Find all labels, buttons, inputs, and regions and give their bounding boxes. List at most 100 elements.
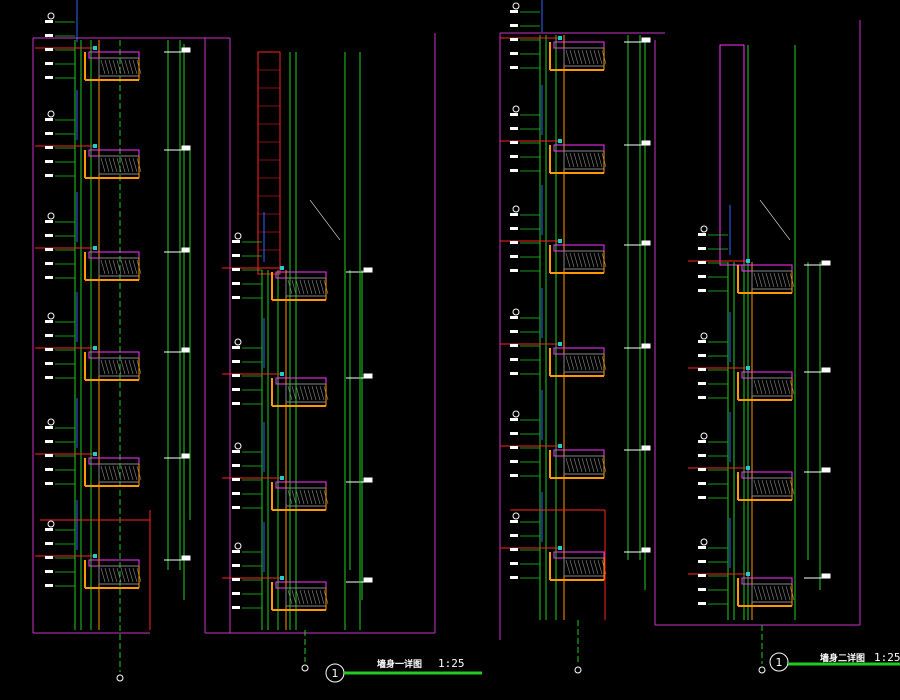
annotation-text: [45, 454, 53, 457]
annotation-text: [232, 550, 240, 553]
slab-outline: [275, 377, 327, 385]
hatch-line: [569, 457, 575, 473]
annotation-text: [45, 376, 53, 379]
hatch-line: [124, 259, 130, 275]
level-marker: [641, 343, 651, 349]
level-marker: [363, 373, 373, 379]
hatch-line: [773, 379, 779, 395]
annotation-text: [698, 588, 706, 591]
detail-callout: [47, 12, 55, 20]
detail-callout: [47, 418, 55, 426]
hatch-line: [104, 465, 110, 481]
hatch-line: [287, 489, 293, 505]
level-marker: [181, 247, 191, 253]
hatch-line: [781, 479, 787, 495]
hatch-line: [581, 49, 587, 65]
annotation-text: [45, 20, 53, 23]
hatch-line: [124, 567, 130, 583]
annotation-text: [45, 146, 53, 149]
level-marker: [641, 547, 651, 553]
annotation-text: [510, 548, 518, 551]
slab-outline: [275, 271, 327, 279]
annotation-text: [232, 450, 240, 453]
hatch-line: [120, 465, 126, 481]
fixing-marker: [280, 576, 284, 580]
title-block-1: 1 墙身一详图 1:25: [325, 657, 482, 683]
slab-outline: [553, 244, 605, 252]
annotation-text: [45, 426, 53, 429]
hatch-line: [597, 355, 603, 371]
annotation-text: [698, 368, 706, 371]
annotation-text: [45, 174, 53, 177]
level-marker: [821, 467, 831, 473]
annotation-text: [510, 330, 518, 333]
hatch-line: [577, 152, 583, 168]
fixing-marker: [93, 554, 97, 558]
slab-outline: [553, 551, 605, 559]
hatch-line: [585, 49, 591, 65]
slab-outline: [553, 347, 605, 355]
annotation-text: [510, 10, 518, 13]
detail-callout: [47, 312, 55, 320]
hatch-line: [577, 355, 583, 371]
annotation-text: [232, 578, 240, 581]
level-marker: [641, 445, 651, 451]
hatch-line: [100, 157, 106, 173]
hatch-line: [299, 589, 305, 605]
annotation-text: [45, 276, 53, 279]
detail-callout: [700, 432, 708, 440]
hatch-line: [104, 567, 110, 583]
hatch-line: [303, 489, 309, 505]
hatch-line: [769, 479, 775, 495]
annotation-text: [698, 354, 706, 357]
annotation-text: [510, 24, 518, 27]
annotation-text: [232, 360, 240, 363]
hatch-line: [757, 479, 763, 495]
slab-outline: [88, 559, 140, 567]
hatch-line: [116, 259, 122, 275]
detail-callout: [234, 338, 242, 346]
hatch-line: [781, 272, 787, 288]
hatch-line: [100, 465, 106, 481]
hatch-line: [565, 252, 571, 268]
fixing-marker: [558, 239, 562, 243]
hatch-line: [124, 59, 130, 75]
level-marker: [363, 267, 373, 273]
fixing-marker: [558, 342, 562, 346]
hatch-line: [311, 385, 317, 401]
annotation-text: [510, 316, 518, 319]
annotation-text: [45, 160, 53, 163]
detail-title: 墙身一详图: [377, 658, 422, 670]
fixing-marker: [746, 572, 750, 576]
level-marker: [641, 240, 651, 246]
annotation-text: [698, 496, 706, 499]
hatch-line: [287, 279, 293, 295]
wall-section-linework: [32, 0, 861, 682]
hatch-line: [569, 559, 575, 575]
hatch-line: [315, 589, 321, 605]
hatch-line: [120, 567, 126, 583]
annotation-text: [510, 432, 518, 435]
annotation-text: [45, 440, 53, 443]
axis-bubble: [758, 666, 766, 674]
annotation-text: [232, 346, 240, 349]
fixing-marker: [746, 366, 750, 370]
fixing-marker: [746, 466, 750, 470]
fixing-marker: [558, 139, 562, 143]
fixing-marker: [280, 266, 284, 270]
annotation-text: [510, 155, 518, 158]
annotation-text: [510, 358, 518, 361]
hatch-line: [104, 259, 110, 275]
annotation-text: [698, 340, 706, 343]
annotation-text: [232, 388, 240, 391]
detail-scale: 1:25: [874, 651, 900, 664]
hatch-line: [589, 457, 595, 473]
detail-callout: [234, 442, 242, 450]
hatch-line: [303, 589, 309, 605]
annotation-text: [232, 492, 240, 495]
annotation-text: [510, 66, 518, 69]
hatch-line: [116, 359, 122, 375]
annotation-text: [698, 454, 706, 457]
level-marker: [181, 47, 191, 53]
annotation-text: [232, 464, 240, 467]
